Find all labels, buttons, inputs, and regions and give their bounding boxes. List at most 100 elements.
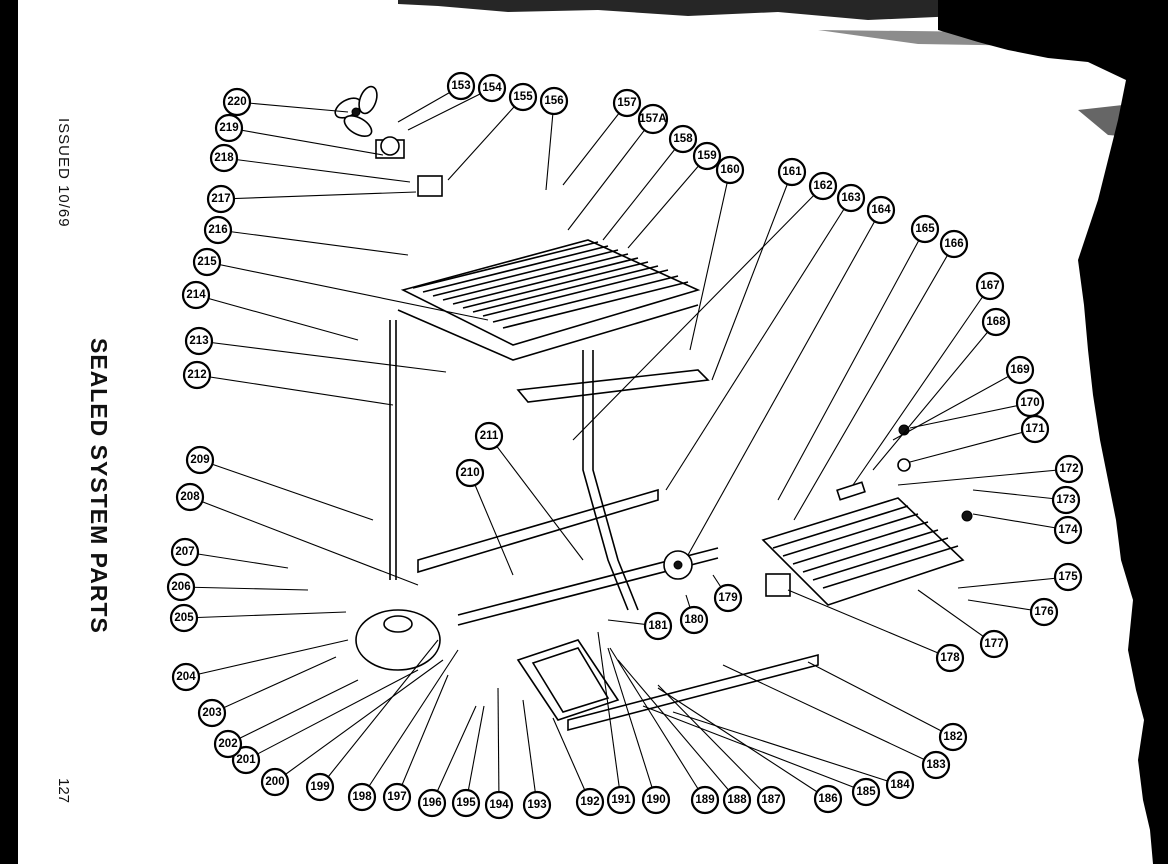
part-number: 168 — [986, 316, 1006, 328]
part-callout: 220 — [222, 87, 252, 117]
leader-line — [807, 661, 954, 738]
part-callout: 218 — [209, 143, 239, 173]
part-number: 213 — [189, 335, 208, 347]
part-callout: 204 — [171, 662, 201, 692]
leader-line — [609, 647, 706, 801]
leader-line — [236, 101, 349, 113]
leader-line — [196, 374, 394, 406]
part-number: 176 — [1034, 606, 1053, 618]
part-number: 155 — [513, 91, 533, 103]
leader-line — [545, 100, 555, 191]
part-number: 199 — [310, 781, 329, 793]
leader-line — [185, 639, 349, 678]
part-number: 203 — [202, 707, 221, 719]
part-number: 161 — [782, 166, 802, 178]
part-number: 197 — [387, 791, 406, 803]
drain-pan — [516, 639, 620, 721]
part-number: 153 — [451, 80, 470, 92]
leader-line — [220, 191, 417, 200]
part-callout: 153 — [446, 71, 476, 101]
part-number: 200 — [265, 776, 284, 788]
part-callout: 191 — [606, 785, 636, 815]
leader-line — [627, 155, 708, 249]
part-number: 216 — [208, 224, 227, 236]
small-fittings — [836, 424, 973, 522]
condenser-coil — [389, 239, 701, 580]
torn-scan-edge — [938, 0, 1168, 864]
leader-line — [407, 87, 493, 131]
part-number: 181 — [648, 620, 668, 632]
part-number: 207 — [175, 546, 194, 558]
part-callout: 197 — [382, 782, 412, 812]
part-callout: 198 — [347, 782, 377, 812]
leader-line — [189, 496, 419, 586]
leader-line — [274, 659, 444, 783]
part-number: 171 — [1025, 423, 1045, 435]
part-number: 183 — [926, 759, 945, 771]
leader-line — [211, 656, 337, 714]
part-callout: 203 — [197, 698, 227, 728]
part-callout: 177 — [979, 629, 1009, 659]
part-number: 194 — [489, 799, 509, 811]
part-callout: 200 — [260, 767, 290, 797]
part-number: 198 — [352, 791, 372, 803]
part-callout: 160 — [715, 155, 745, 185]
part-number: 195 — [456, 797, 476, 809]
leader-line — [957, 576, 1069, 589]
leader-line — [223, 157, 411, 183]
part-callout: 199 — [305, 772, 335, 802]
leader-line — [972, 513, 1069, 531]
part-number: 154 — [482, 82, 502, 94]
part-number: 174 — [1058, 524, 1078, 536]
part-callout: 158 — [668, 124, 698, 154]
part-callout: 215 — [192, 247, 222, 277]
part-number: 163 — [841, 192, 860, 204]
part-number: 179 — [718, 592, 737, 604]
leader-line — [897, 468, 1070, 486]
part-callout: 194 — [484, 790, 514, 820]
part-callout: 179 — [713, 583, 743, 613]
part-callout: 201 — [231, 745, 261, 775]
leader-line — [607, 647, 657, 801]
part-number: 205 — [174, 612, 194, 624]
part-number: 186 — [818, 793, 837, 805]
part-callout: 164 — [866, 195, 896, 225]
leader-line — [447, 96, 524, 181]
part-number: 218 — [214, 152, 234, 164]
leader-line — [497, 687, 500, 806]
part-callout: 176 — [1029, 597, 1059, 627]
part-number: 202 — [218, 738, 237, 750]
leader-lines — [180, 85, 1070, 806]
part-callout: 192 — [575, 787, 605, 817]
leader-line — [722, 664, 937, 766]
leader-line — [602, 138, 684, 241]
part-callout: 169 — [1005, 355, 1035, 385]
leader-line — [465, 705, 485, 804]
part-number: 211 — [480, 430, 499, 442]
part-number: 219 — [219, 122, 238, 134]
leader-line — [852, 285, 991, 486]
part-number: 159 — [697, 150, 716, 162]
part-callout: 154 — [477, 73, 507, 103]
part-number: 193 — [527, 799, 546, 811]
compressor — [355, 609, 441, 671]
part-number: 212 — [187, 369, 206, 381]
part-callout: 163 — [836, 183, 866, 213]
part-callout: 216 — [203, 215, 233, 245]
leader-line — [469, 472, 514, 576]
part-callout: 157 — [612, 88, 642, 118]
part-callout: 184 — [885, 770, 915, 800]
leader-line — [198, 340, 447, 373]
part-callout: 205 — [169, 603, 199, 633]
part-number: 209 — [190, 454, 209, 466]
part-number: 170 — [1020, 397, 1039, 409]
part-number: 164 — [871, 204, 891, 216]
part-number: 160 — [720, 164, 739, 176]
part-number: 158 — [673, 133, 693, 145]
part-callout: 207 — [170, 537, 200, 567]
leader-line — [522, 699, 538, 806]
part-callout: 170 — [1015, 388, 1045, 418]
part-number: 215 — [197, 256, 217, 268]
scan-noise-top — [398, 0, 1168, 48]
